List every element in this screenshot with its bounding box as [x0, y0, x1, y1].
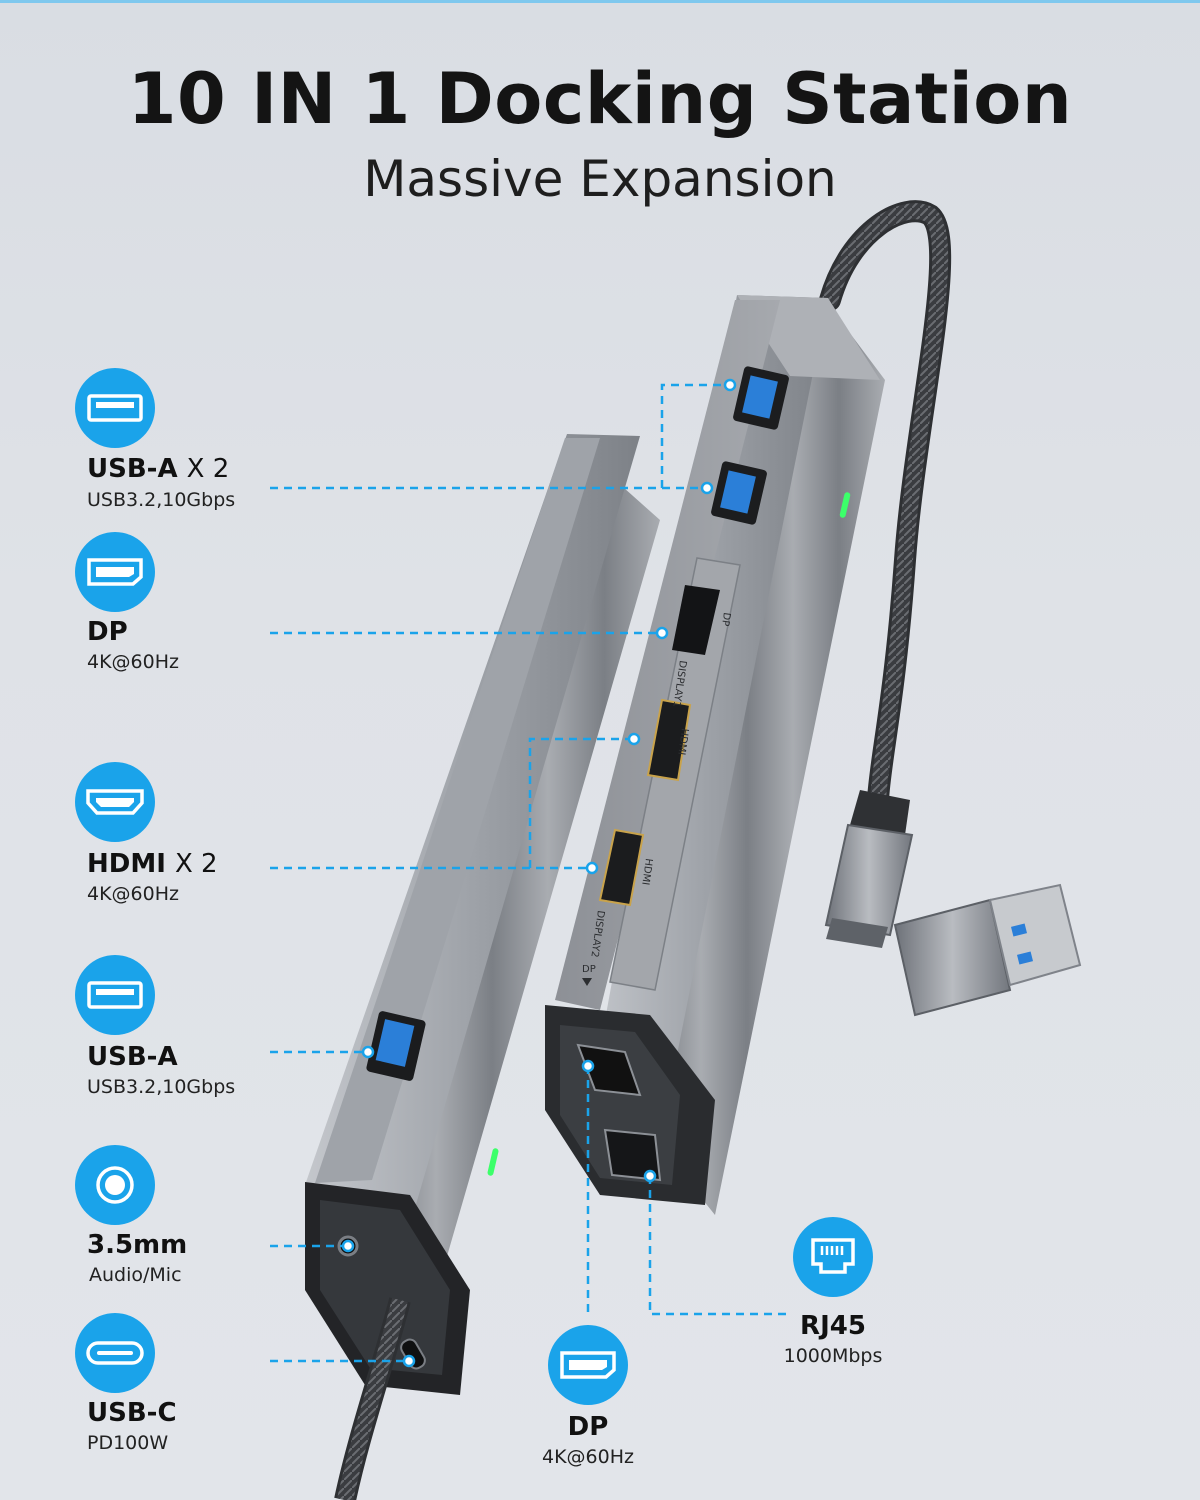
- marking-dp-arrow: DP: [582, 964, 596, 975]
- page-subtitle: Massive Expansion: [363, 150, 837, 208]
- marking-hdmi-2: HDMI: [639, 858, 654, 886]
- hdmi-x2-spec: 4K@60Hz: [87, 883, 179, 905]
- usb-a-spec: USB3.2,10Gbps: [87, 1076, 236, 1098]
- dp-top-spec: 4K@60Hz: [87, 651, 179, 673]
- usb-c-label: USB-C: [87, 1398, 177, 1428]
- arrow-down-icon: [582, 978, 592, 986]
- rj45-spec: 1000Mbps: [783, 1345, 883, 1367]
- usb-c-spec: PD100W: [87, 1432, 169, 1454]
- usb-a-port-icon: [75, 368, 155, 448]
- rj45-label: RJ45: [800, 1311, 866, 1341]
- audio-label: 3.5mm: [87, 1230, 188, 1260]
- page-title: 10 IN 1 Docking Station: [127, 58, 1073, 140]
- audio-spec: Audio/Mic: [89, 1264, 182, 1286]
- audio-jack-icon: [75, 1145, 155, 1225]
- usb-c-plug: [824, 790, 914, 948]
- marking-hdmi: HDMI: [675, 728, 690, 756]
- usb-a-label: USB-A: [87, 1042, 178, 1072]
- usb-c-port-icon: [75, 1313, 155, 1393]
- dp-top-label: DP: [87, 617, 128, 647]
- usb-a-port-icon: [75, 955, 155, 1035]
- rear-hub-unit: [545, 295, 885, 1215]
- dp-bottom-spec: 4K@60Hz: [542, 1446, 634, 1468]
- dp-bottom-label: DP: [567, 1412, 609, 1442]
- ethernet-port-icon: [793, 1217, 873, 1297]
- top-accent-line: [0, 0, 1200, 3]
- marking-dp: DP: [719, 612, 732, 627]
- hdmi-port-icon: [75, 762, 155, 842]
- displayport-icon: [548, 1325, 628, 1405]
- usb-a-x2-label: USB-A X 2: [87, 454, 230, 484]
- hdmi-x2-label: HDMI X 2: [87, 849, 218, 879]
- usb-a-adapter: [893, 883, 1082, 1017]
- usb-a-x2-spec: USB3.2,10Gbps: [87, 489, 236, 511]
- displayport-icon: [75, 532, 155, 612]
